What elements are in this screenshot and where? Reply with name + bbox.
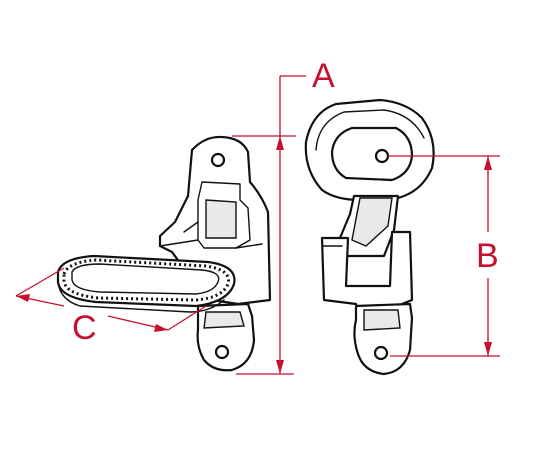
dimension-a-arrow-top — [276, 136, 284, 150]
hinge-bracket — [159, 221, 263, 249]
dimension-b-arrow-bottom — [484, 342, 492, 356]
loop-ring-inner — [330, 126, 414, 182]
hinge-block — [197, 181, 251, 249]
dimension-c-arrow-right — [154, 324, 168, 332]
hinge-arm-shade — [351, 197, 393, 247]
dimension-b-arrow-top — [484, 156, 492, 170]
dimension-a-arrow-bottom — [276, 360, 284, 374]
folding-step-side-view — [56, 135, 272, 372]
dimension-a: A — [232, 57, 335, 375]
upper-mount-hole — [210, 152, 226, 168]
loop-ring-highlight — [315, 109, 425, 151]
step-tread-texture — [62, 258, 231, 302]
front-lower-mount-hole — [373, 345, 389, 361]
dimension-c-arrow-left — [16, 294, 30, 302]
dimension-a-label: A — [312, 57, 335, 95]
folding-step-front-view — [304, 98, 435, 376]
front-lower-mount-slot — [363, 309, 401, 331]
step-tread-edge — [57, 281, 225, 313]
lower-mount-hole — [214, 344, 230, 360]
ring-hole — [374, 148, 390, 164]
dimension-c: C — [15, 267, 207, 347]
dimension-b-label: B — [476, 237, 499, 275]
dimension-c-label: C — [72, 309, 97, 347]
dimension-b: B — [388, 155, 500, 357]
lower-mount-slot — [203, 311, 245, 329]
hinge-shadow — [205, 199, 237, 239]
step-tread-inner — [71, 263, 220, 295]
